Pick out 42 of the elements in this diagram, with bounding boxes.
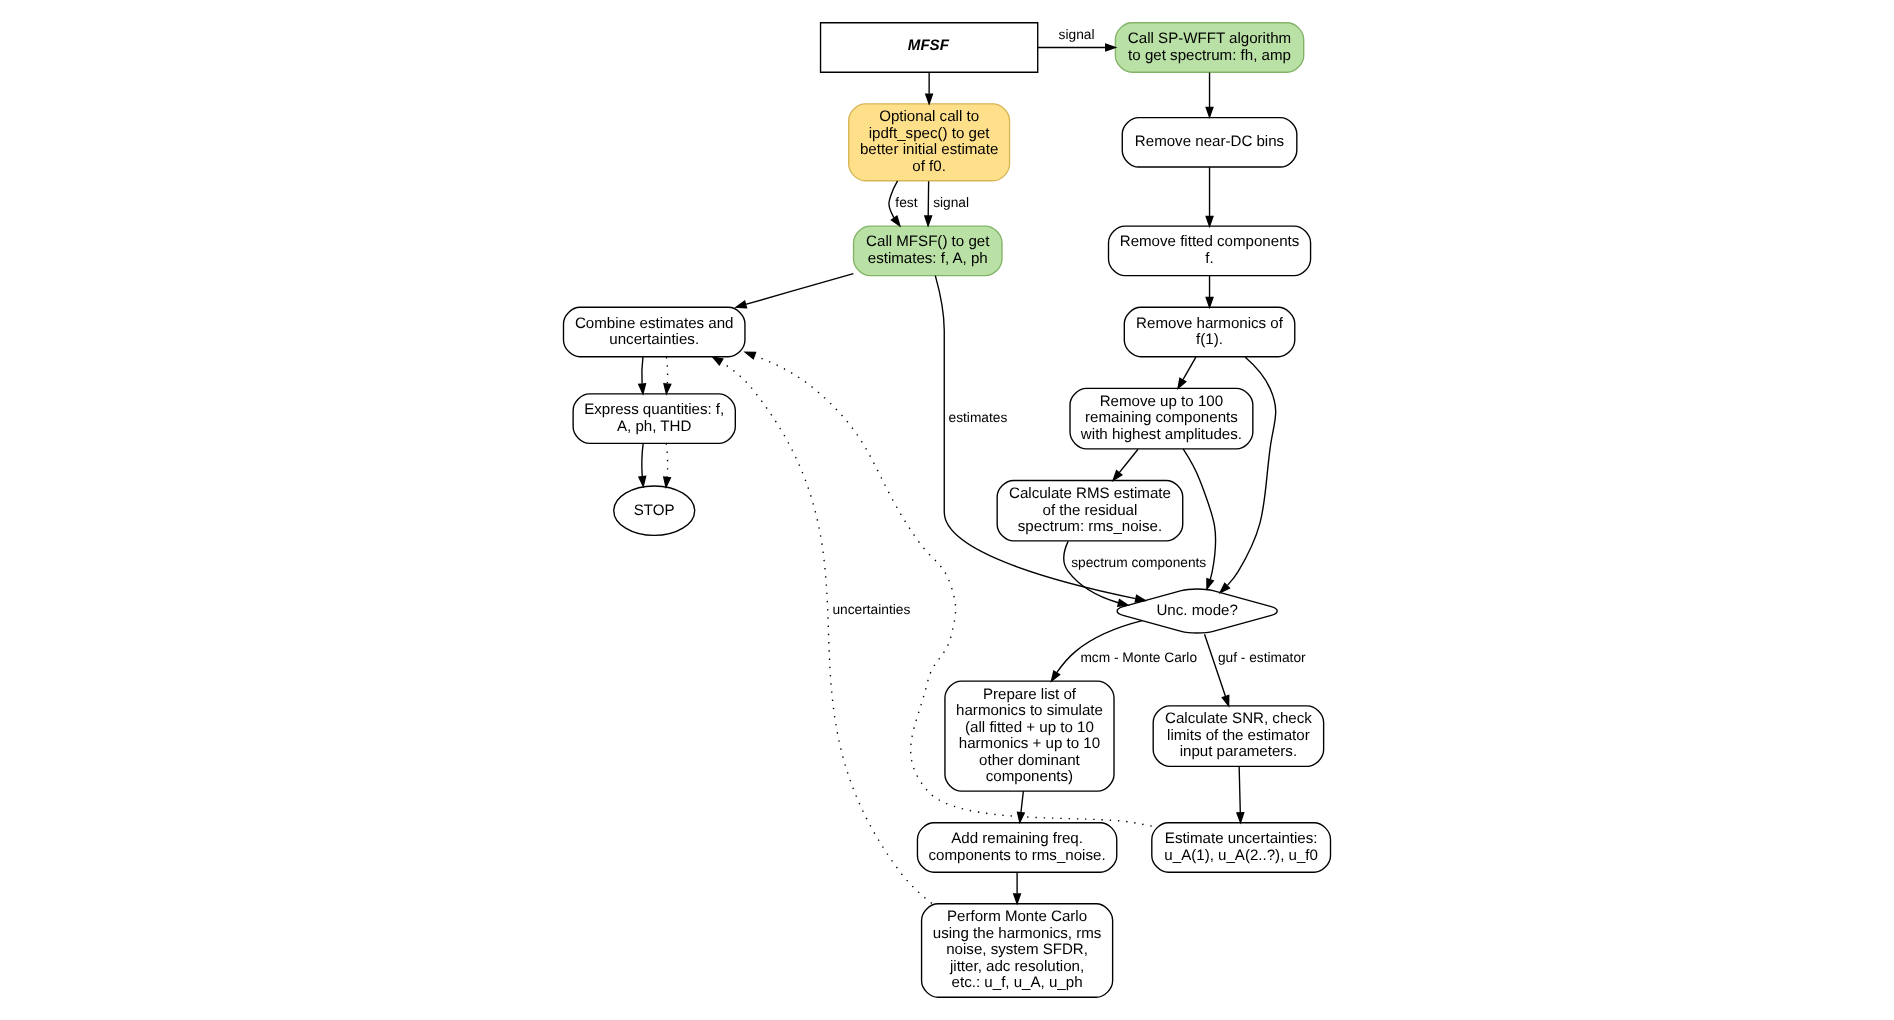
arrow bbox=[1063, 540, 1130, 607]
arrow bbox=[934, 274, 1148, 603]
node-box: Remove fitted components f. bbox=[1107, 225, 1312, 277]
arrow bbox=[1218, 356, 1277, 594]
node-box: Perform Monte Carlo using the harmonics, rms noise, system SFDR, jitter, adc resolution, etc.: u_f, u_A, u_ph bbox=[920, 903, 1114, 998]
arrow bbox=[1177, 356, 1197, 391]
arrow bbox=[924, 71, 934, 106]
arrow bbox=[1205, 275, 1214, 310]
node-box: Remove near-DC bins bbox=[1121, 116, 1298, 168]
node-box: Combine estimates and uncertainties. bbox=[562, 306, 746, 358]
arrow bbox=[734, 272, 855, 309]
arrow bbox=[637, 356, 647, 396]
node-box: Express quantities: f, A, ph, THD bbox=[572, 393, 736, 444]
arrow bbox=[711, 355, 933, 905]
node-box: Calculate SNR, check limits of the estimator input parameters. bbox=[1152, 705, 1325, 768]
node-box: Call SP-WFFT algorithm to get spectrum: fh, amp bbox=[1114, 22, 1305, 73]
arrow bbox=[1205, 71, 1214, 120]
node-box: Calculate RMS estimate of the residual spectrum: rms_noise. bbox=[996, 479, 1184, 542]
arrow bbox=[663, 356, 672, 396]
arrow bbox=[888, 180, 902, 228]
arrow bbox=[1235, 765, 1245, 825]
node-ellipse: STOP bbox=[613, 485, 696, 537]
arrow bbox=[923, 180, 933, 228]
arrow bbox=[637, 442, 647, 489]
arrow bbox=[1037, 43, 1118, 52]
node-box: Remove up to 100 remaining components with highest amplitudes. bbox=[1069, 387, 1254, 450]
arrow bbox=[1111, 448, 1139, 482]
arrow bbox=[1182, 448, 1217, 591]
arrow bbox=[662, 442, 672, 489]
arrow bbox=[1050, 620, 1143, 683]
node-box: Add remaining freq. components to rms_noise. bbox=[916, 822, 1118, 873]
node-box: MFSF bbox=[819, 22, 1039, 73]
arrow bbox=[1205, 166, 1214, 229]
node-box: Call MFSF() to get estimates: f, A, ph bbox=[852, 225, 1003, 277]
arrow bbox=[1203, 633, 1230, 708]
node-box: Prepare list of harmonics to simulate (all fitted + up to 10 harmonics + up to 10 other dominant components) bbox=[944, 680, 1115, 792]
arrow bbox=[743, 351, 1153, 827]
node-box: Optional call to ipdft_spec() to get better initial estimate of f0. bbox=[848, 103, 1011, 182]
node-box: Remove harmonics of f(1). bbox=[1123, 306, 1296, 358]
node-box: Estimate uncertainties: u_A(1), u_A(2..?), u_f0 bbox=[1151, 822, 1332, 873]
arrow bbox=[1012, 871, 1022, 906]
arrow bbox=[1016, 790, 1026, 825]
